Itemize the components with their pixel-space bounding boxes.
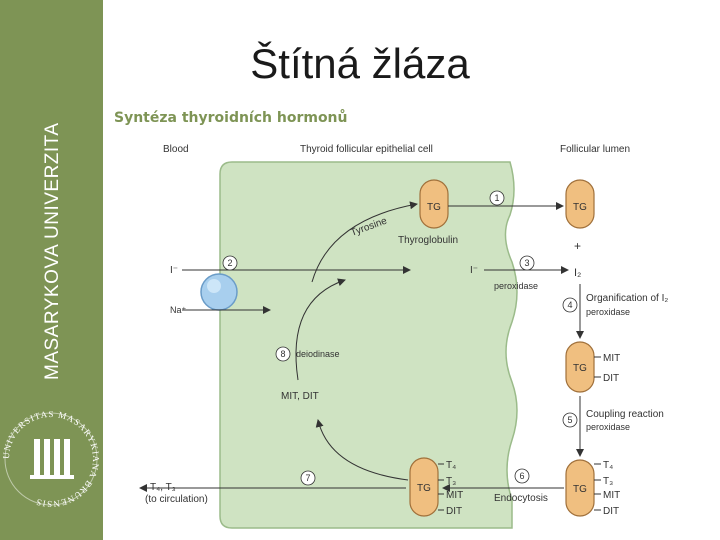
follicular-cell <box>219 161 518 529</box>
tg-lumen-1 <box>565 179 595 229</box>
label-iodine: I₂ <box>574 267 581 279</box>
tg-endocytosed <box>409 457 439 517</box>
university-name-vertical: MASARYKOVA UNIVERZITA <box>42 122 63 380</box>
label-mit: MIT <box>603 353 620 364</box>
label-mit-cell: MIT <box>446 490 463 501</box>
label-coupling: Coupling reaction <box>586 409 664 420</box>
label-dit: DIT <box>603 373 619 384</box>
label-deiodinase: deiodinase <box>296 349 340 359</box>
label-plus: + <box>574 239 581 253</box>
step-8: 8 <box>280 349 285 359</box>
step-4: 4 <box>567 300 572 310</box>
label-iodide-cell: I⁻ <box>470 265 478 276</box>
tg-endocytosed-label: TG <box>417 483 431 494</box>
label-iodide-blood: I⁻ <box>170 265 178 276</box>
step-6: 6 <box>519 471 524 481</box>
header-lumen: Follicular lumen <box>560 144 630 155</box>
arrow-tyrosine <box>311 201 418 283</box>
university-name: MASARYKOVA UNIVERZITA <box>42 122 63 380</box>
header-cell: Thyroid follicular epithelial cell <box>300 144 433 155</box>
step-markers: 1 2 3 4 5 6 7 8 <box>222 190 578 486</box>
step-5: 5 <box>567 415 572 425</box>
arrow-mit-dit-release <box>315 419 409 481</box>
label-t4-cell: T₄ <box>446 460 456 471</box>
step-1: 1 <box>494 193 499 203</box>
step-3: 3 <box>524 258 529 268</box>
label-t3-lumen: T₃ <box>603 476 613 487</box>
tg-lumen-3 <box>565 459 595 517</box>
step-2: 2 <box>227 258 232 268</box>
label-endocytosis: Endocytosis <box>494 493 548 504</box>
label-mit-dit: MIT, DIT <box>281 391 319 402</box>
header-blood: Blood <box>163 144 189 155</box>
slide-title: Štítná žláza <box>250 40 470 87</box>
label-t3-cell: T₃ <box>446 476 456 487</box>
label-peroxidase-3: peroxidase <box>586 422 630 432</box>
sidebar: MASARYKOVA UNIVERZITA UNIVERSITAS MASARY… <box>0 0 103 540</box>
arrow-deiodinase-recycle <box>295 278 346 381</box>
label-peroxidase-1: peroxidase <box>494 281 538 291</box>
label-dit-lumen: DIT <box>603 506 619 517</box>
label-peroxidase-2: peroxidase <box>586 307 630 317</box>
label-dit-cell: DIT <box>446 506 462 517</box>
tg-lumen-3-label: TG <box>573 484 587 495</box>
label-organification: Organification of I₂ <box>586 293 668 304</box>
slide-subtitle: Syntéza thyroidních hormonů <box>114 110 348 126</box>
label-to-circulation: (to circulation) <box>145 494 208 505</box>
pathway-arrows <box>139 201 584 492</box>
step-7: 7 <box>305 473 310 483</box>
tg-cell-label: TG <box>427 202 441 213</box>
university-seal: UNIVERSITAS MASARYKIANA BRUNENSIS <box>1 409 100 509</box>
label-sodium: Na⁺ <box>170 305 187 315</box>
tg-lumen-1-label: TG <box>573 202 587 213</box>
na-i-symporter <box>200 273 238 311</box>
seal-logo-icon <box>30 439 74 479</box>
tg-cell <box>419 179 449 229</box>
tg-lumen-2-label: TG <box>573 363 587 374</box>
hormone-ticks <box>438 356 601 511</box>
label-thyroglobulin: Thyroglobulin <box>398 235 458 246</box>
tg-lumen-2 <box>565 341 595 393</box>
label-t4-lumen: T₄ <box>603 460 613 471</box>
label-mit-lumen: MIT <box>603 490 620 501</box>
